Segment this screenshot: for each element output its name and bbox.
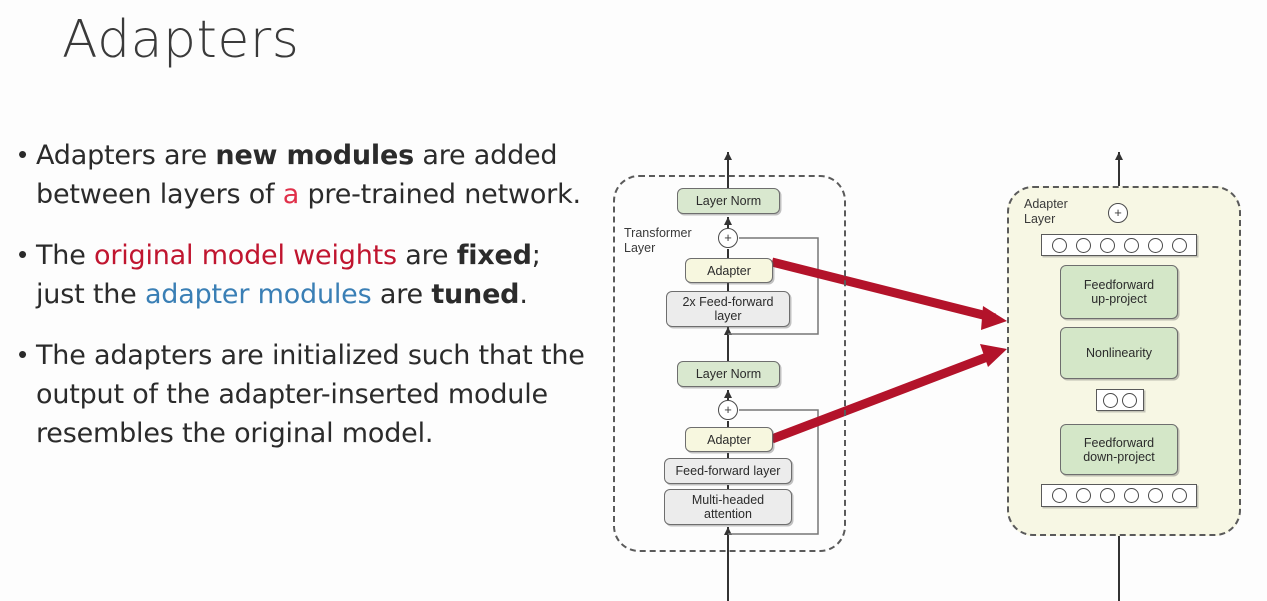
bullet-marker-icon: • bbox=[18, 339, 28, 369]
bullet-1-seg-3: a bbox=[282, 179, 300, 210]
node-adapter-top: Adapter bbox=[685, 258, 773, 283]
bullet-1-seg-4: pre-trained network. bbox=[299, 179, 581, 210]
list-item: • Adapters are new modules are added bet… bbox=[14, 136, 594, 214]
node-adapter-bottom: Adapter bbox=[685, 427, 773, 452]
neuron-circle-icon bbox=[1099, 488, 1115, 503]
bullet-2-seg-8: . bbox=[519, 279, 528, 310]
node-layer-norm-bottom: Layer Norm bbox=[677, 361, 780, 387]
neuron-circle-icon bbox=[1103, 392, 1118, 408]
page-title: Adapters bbox=[62, 10, 300, 70]
neuron-circle-icon bbox=[1075, 488, 1091, 503]
bullet-marker-icon: • bbox=[18, 139, 28, 169]
transformer-layer-panel bbox=[613, 175, 846, 552]
neuron-circle-icon bbox=[1123, 488, 1139, 503]
bullet-1-seg-2: are added between layers of bbox=[36, 140, 558, 210]
neuron-circle-icon bbox=[1123, 237, 1139, 253]
neuron-row-top bbox=[1041, 234, 1197, 256]
node-layer-norm-top: Layer Norm bbox=[677, 188, 780, 214]
bullet-1-seg-0: Adapters are bbox=[36, 140, 216, 171]
bullet-list: • Adapters are new modules are added bet… bbox=[14, 136, 594, 475]
bullet-1-seg-1: new modules bbox=[215, 140, 414, 171]
bullet-1-text: Adapters are new modules are added betwe… bbox=[36, 136, 594, 214]
bullet-2-seg-4: ; just the bbox=[36, 240, 541, 310]
list-item: • The adapters are initialized such that… bbox=[14, 336, 594, 453]
bullet-2-seg-3: fixed bbox=[456, 240, 532, 271]
node-feedforward-up-project: Feedforward up-project bbox=[1060, 265, 1178, 319]
neuron-circle-icon bbox=[1075, 237, 1091, 253]
add-icon: + bbox=[1108, 203, 1128, 223]
neuron-circle-icon bbox=[1051, 237, 1067, 253]
node-feedforward-down-project: Feedforward down-project bbox=[1060, 424, 1178, 475]
bullet-2-seg-2: are bbox=[396, 240, 457, 271]
neuron-circle-icon bbox=[1122, 392, 1137, 408]
neuron-circle-icon bbox=[1147, 488, 1163, 503]
bullet-2-seg-0: The bbox=[36, 240, 94, 271]
neuron-row-middle bbox=[1096, 389, 1144, 411]
neuron-circle-icon bbox=[1099, 237, 1115, 253]
bullet-marker-icon: • bbox=[18, 239, 28, 269]
bullet-2-seg-1: original model weights bbox=[94, 240, 397, 271]
node-feed-forward-layer: Feed-forward layer bbox=[664, 458, 792, 484]
node-nonlinearity: Nonlinearity bbox=[1060, 327, 1178, 379]
bullet-2-seg-7: tuned bbox=[431, 279, 520, 310]
add-icon: + bbox=[718, 400, 738, 420]
neuron-circle-icon bbox=[1051, 488, 1067, 503]
list-item: • The original model weights are fixed; … bbox=[14, 236, 594, 314]
bullet-2-seg-6: are bbox=[371, 279, 432, 310]
adapter-layer-label: Adapter Layer bbox=[1024, 197, 1068, 226]
bullet-2-seg-5: adapter modules bbox=[144, 279, 372, 310]
node-feed-forward-2x: 2x Feed-forward layer bbox=[666, 291, 790, 327]
neuron-circle-icon bbox=[1171, 237, 1187, 253]
bullet-3-text: The adapters are initialized such that t… bbox=[36, 340, 585, 449]
neuron-row-bottom bbox=[1041, 484, 1197, 507]
node-multi-headed-attention: Multi-headed attention bbox=[664, 489, 792, 525]
transformer-layer-label: Transformer Layer bbox=[624, 226, 692, 255]
bullet-2-text: The original model weights are fixed; ju… bbox=[36, 236, 594, 314]
neuron-circle-icon bbox=[1147, 237, 1163, 253]
add-icon: + bbox=[718, 228, 738, 248]
neuron-circle-icon bbox=[1171, 488, 1187, 503]
